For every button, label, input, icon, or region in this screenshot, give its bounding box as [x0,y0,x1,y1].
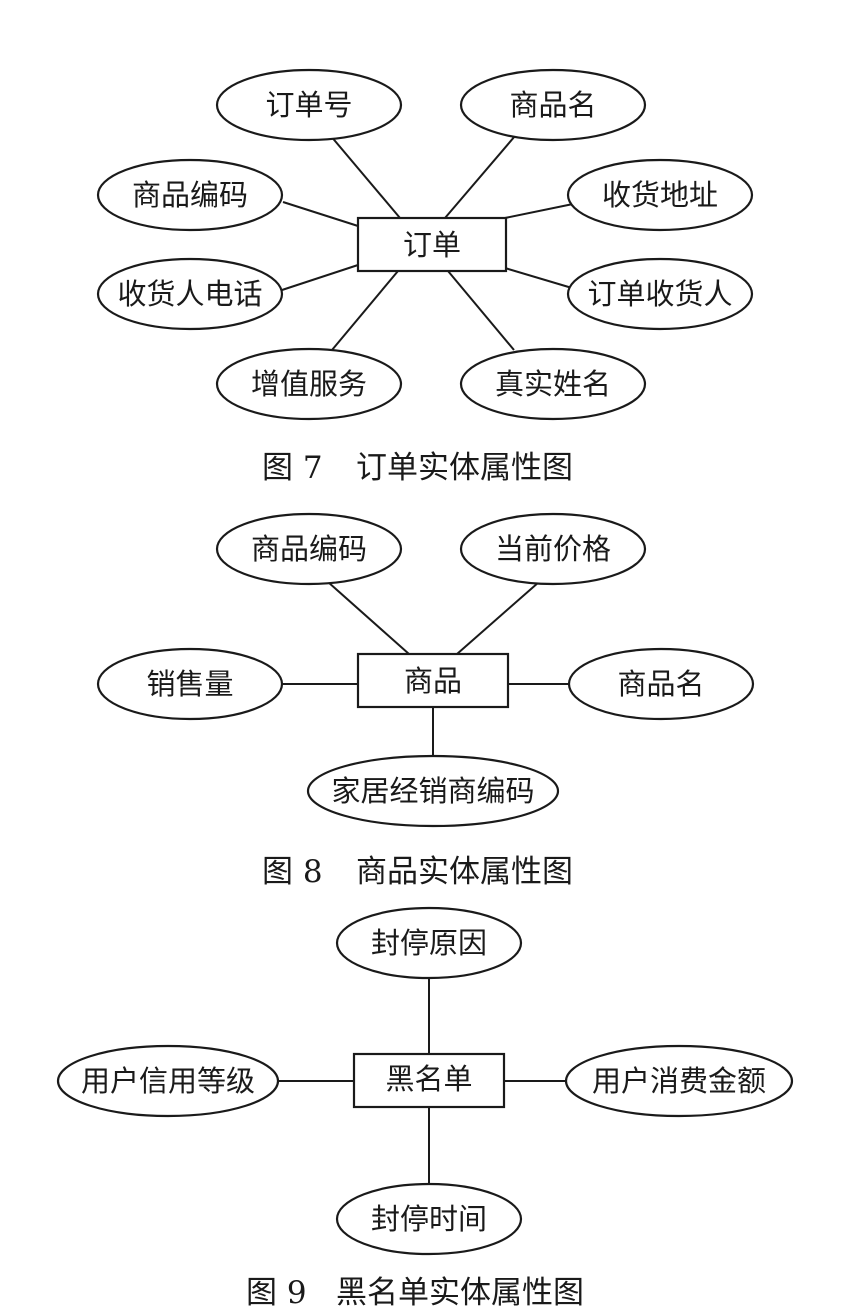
edge-consignee-phone [281,264,359,291]
entity-label: 商品 [404,664,462,698]
attribute-label: 商品名 [617,667,704,701]
attribute-ellipse: 商品名 [567,647,755,721]
caption-number: 图 7 [262,450,323,486]
entity-box: 订单 [356,216,508,273]
attribute-ellipse: 封停原因 [335,906,523,980]
edge-real-name [447,270,515,351]
attribute-ellipse: 增值服务 [215,347,403,421]
attribute-label: 家居经销商编码 [331,774,534,808]
caption-title: 黑名单实体属性图 [336,1275,584,1311]
attribute-label: 用户信用等级 [81,1064,255,1098]
edge-product-name [444,135,516,219]
figure-7-edges [281,134,574,351]
figure-caption: 图 9 黑名单实体属性图 [246,1275,584,1311]
attribute-label: 增值服务 [251,367,367,401]
attribute-label: 封停原因 [371,926,487,960]
attribute-label: 订单收货人 [587,277,732,311]
attribute-ellipse: 商品编码 [96,158,284,232]
caption-number: 图 8 [262,854,323,890]
figure-caption: 图 7 订单实体属性图 [262,450,573,486]
attribute-ellipse: 用户消费金额 [564,1044,794,1118]
attribute-label: 商品编码 [132,178,248,212]
attribute-ellipse: 商品名 [459,68,647,142]
attribute-label: 用户消费金额 [592,1064,766,1098]
attribute-label: 销售量 [146,667,233,701]
attribute-ellipse: 收货人电话 [96,257,284,331]
figure-8-edges [282,581,570,756]
attribute-ellipse: 真实姓名 [459,347,647,421]
attribute-ellipse: 用户信用等级 [56,1044,280,1118]
attribute-label: 封停时间 [371,1202,487,1236]
attribute-label: 真实姓名 [495,367,611,401]
edge-current-price [456,581,540,655]
caption-title: 商品实体属性图 [356,854,573,890]
figure-9-edges [277,976,566,1185]
figure-8: 商品 商品编码 当前价格 销售量 商品名 家居经销商编码 图 8 商品实体属性图 [96,512,755,890]
figure-caption: 图 8 商品实体属性图 [262,854,573,890]
caption-number: 图 9 [246,1275,307,1311]
edge-value-added [331,270,399,351]
attribute-ellipse: 封停时间 [335,1182,523,1256]
attribute-ellipse: 家居经销商编码 [306,754,560,828]
attribute-label: 收货人电话 [117,277,262,311]
attribute-ellipse: 销售量 [96,647,284,721]
attribute-label: 收货地址 [602,178,718,212]
attribute-ellipse: 商品编码 [215,512,403,586]
entity-label: 黑名单 [385,1062,472,1096]
caption-title: 订单实体属性图 [356,450,573,486]
attribute-ellipse: 订单收货人 [566,257,754,331]
attribute-label: 订单号 [265,88,352,122]
attribute-label: 商品名 [509,88,596,122]
attribute-ellipse: 当前价格 [459,512,647,586]
edge-ship-address [504,203,574,219]
attribute-label: 商品编码 [251,532,367,566]
edge-order-consignee [504,267,573,289]
figure-9: 黑名单 封停原因 用户信用等级 用户消费金额 封停时间 图 9 黑名单实体属性图 [56,906,794,1311]
edge-product-code [282,201,359,227]
entity-box: 黑名单 [352,1052,506,1109]
attribute-label: 当前价格 [495,532,611,566]
attribute-ellipse: 订单号 [215,68,403,142]
figure-7: 订单 订单号 商品名 商品编码 收货地址 收货人电话 订单收货人 增值服务 [96,68,754,486]
entity-box: 商品 [356,652,510,709]
edge-product-code [327,581,410,655]
edge-order-id [329,134,401,219]
attribute-ellipse: 收货地址 [566,158,754,232]
entity-label: 订单 [403,228,461,262]
